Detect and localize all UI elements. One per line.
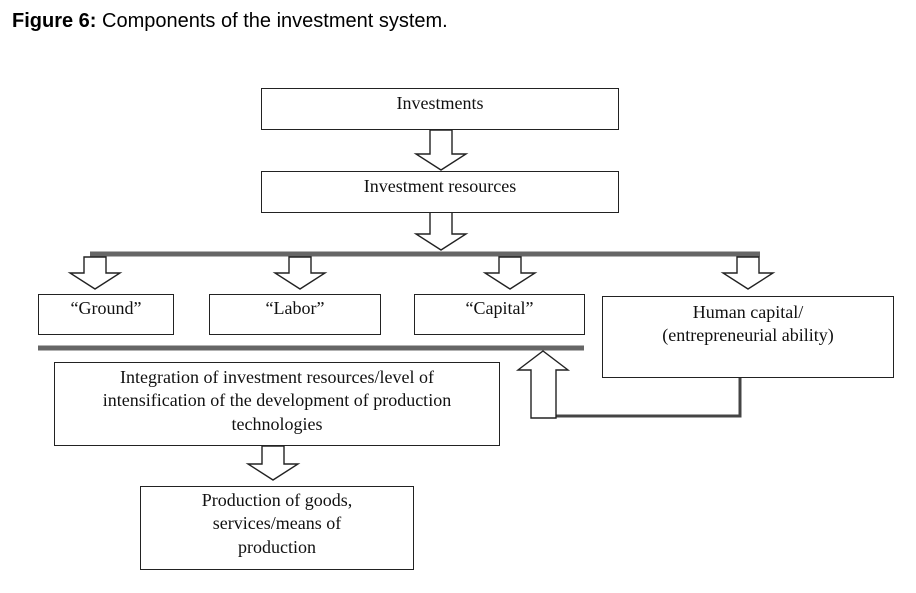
integration-line-1: Integration of investment resources/leve… [120, 367, 434, 387]
integration-line-3: technologies [231, 413, 323, 434]
human-capital-feedback-line [556, 378, 742, 418]
integration-box: Integration of investment resources/leve… [54, 362, 500, 446]
figure-title: Components of the investment system. [102, 10, 448, 32]
capital-box: “Capital” [414, 294, 585, 335]
labor-label: “Labor” [265, 298, 325, 318]
investment-resources-box: Investment resources [261, 171, 619, 213]
arrow-up-integration [515, 350, 571, 419]
human-capital-line-2: (entrepreneurial ability) [662, 325, 834, 346]
capital-label: “Capital” [465, 298, 534, 318]
production-line-2: services/means of [212, 513, 342, 534]
figure-caption: Figure 6: Components of the investment s… [12, 10, 448, 33]
arrow-down-resources [413, 211, 469, 251]
ground-box: “Ground” [38, 294, 174, 335]
arrow-down-ground [67, 256, 123, 290]
figure-label: Figure 6: [12, 10, 97, 32]
ground-label: “Ground” [70, 298, 142, 318]
arrow-down-investments [413, 129, 469, 171]
arrow-down-human-capital [720, 256, 776, 290]
human-capital-box: Human capital/ (entrepreneurial ability) [602, 296, 894, 378]
integration-line-2: intensification of the development of pr… [102, 390, 452, 411]
arrow-down-capital [482, 256, 538, 290]
production-line-3: production [238, 536, 316, 557]
investments-box: Investments [261, 88, 619, 130]
labor-box: “Labor” [209, 294, 381, 335]
arrow-down-labor [272, 256, 328, 290]
arrow-down-production [245, 445, 301, 481]
production-line-1: Production of goods, [201, 490, 353, 510]
production-box: Production of goods, services/means of p… [140, 486, 414, 570]
investment-resources-label: Investment resources [363, 176, 517, 196]
investments-label: Investments [396, 93, 484, 113]
human-capital-line-1: Human capital/ [692, 302, 804, 322]
